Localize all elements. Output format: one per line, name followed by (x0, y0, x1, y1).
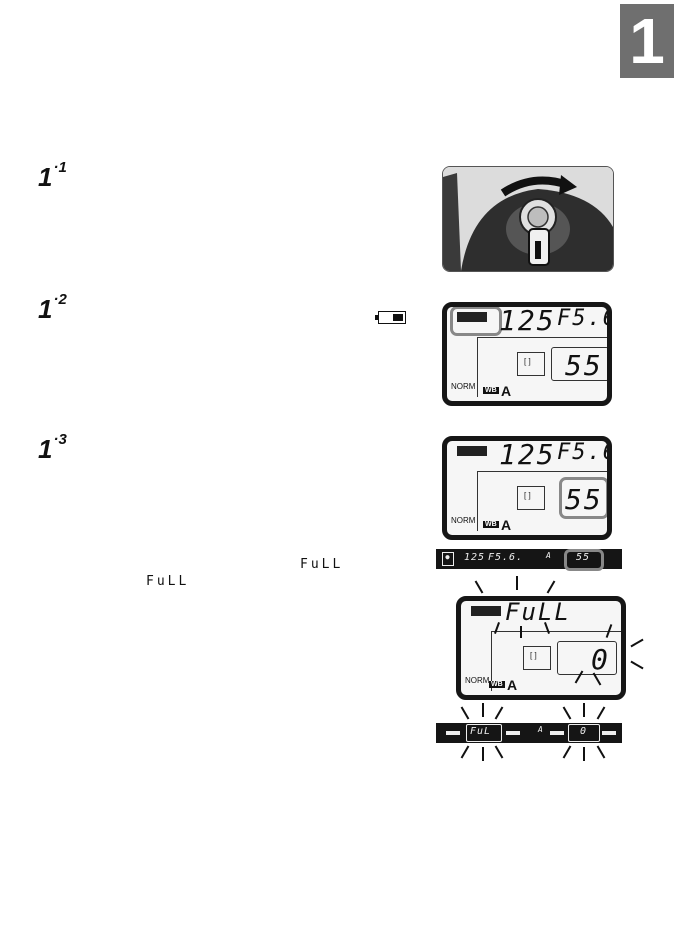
lcd-aperture: F5.6 (557, 440, 612, 465)
rotate-arrow-icon (500, 175, 577, 197)
vf-aperture: F5.6. (488, 552, 524, 563)
lcd-af-area (523, 646, 551, 670)
lcd-frame-box (551, 347, 607, 381)
lcd-quality: NORM (451, 382, 476, 391)
step-label-1-1: 1·1 (38, 159, 67, 192)
lcd-quality: NORM (451, 516, 476, 525)
wb-icon: WB (483, 387, 499, 394)
vf-mode: A (538, 725, 544, 734)
lcd-panel-frames: 125 F5.6 55 NORM WB A (442, 436, 612, 540)
wb-icon: WB (483, 521, 499, 528)
vf-frames: 55 (576, 552, 591, 563)
vf-shutter: 125 (464, 552, 486, 563)
step-label-1-2: 1·2 (38, 291, 67, 324)
vf-frames: 0 (580, 726, 588, 737)
lcd-wb-mode: A (501, 517, 512, 533)
lcd-frame-count: 0 (591, 643, 610, 676)
wb-icon: WB (489, 681, 505, 688)
camera-power-switch-photo (442, 166, 614, 272)
camera-body-illustration (443, 167, 613, 271)
lcd-aperture: F5.6 (557, 306, 612, 331)
lcd-panel-battery: 125 F5.6 55 NORM WB A (442, 302, 612, 406)
viewfinder-display-1: ● 125 F5.6. A 55 (436, 549, 622, 571)
meter-icon: ● (442, 552, 454, 566)
chapter-number: 1 (629, 5, 665, 77)
viewfinder-display-2: FuL A 0 (436, 723, 622, 743)
lcd-full-indicator: FuLL (505, 598, 571, 626)
vf-frames-highlight (564, 549, 604, 571)
vf-full-indicator: FuL (470, 726, 492, 737)
frames-highlight (559, 477, 607, 519)
lcd-battery-icon (457, 446, 487, 456)
battery-full-icon (375, 311, 406, 324)
step-label-1-3: 1·3 (38, 431, 67, 464)
lcd-shutter-speed: 125 (499, 304, 556, 337)
inline-full-glyph-2: FuLL (146, 574, 190, 589)
lcd-wb-mode: A (507, 677, 518, 693)
lcd-battery-icon (471, 606, 501, 616)
lcd-battery-icon (457, 312, 487, 322)
lcd-frame-box (557, 641, 617, 675)
lcd-shutter-speed: 125 (499, 438, 556, 471)
vf-mode: A (546, 551, 552, 560)
lcd-frame-count: 55 (565, 483, 603, 516)
lcd-frame-count: 55 (565, 349, 603, 382)
lcd-af-area (517, 352, 545, 376)
lcd-quality: NORM (465, 676, 490, 685)
lcd-af-area (517, 486, 545, 510)
battery-highlight (450, 307, 502, 336)
chapter-tab: 1 (620, 4, 674, 78)
lcd-wb-mode: A (501, 383, 512, 399)
inline-full-glyph-1: FuLL (300, 557, 344, 572)
